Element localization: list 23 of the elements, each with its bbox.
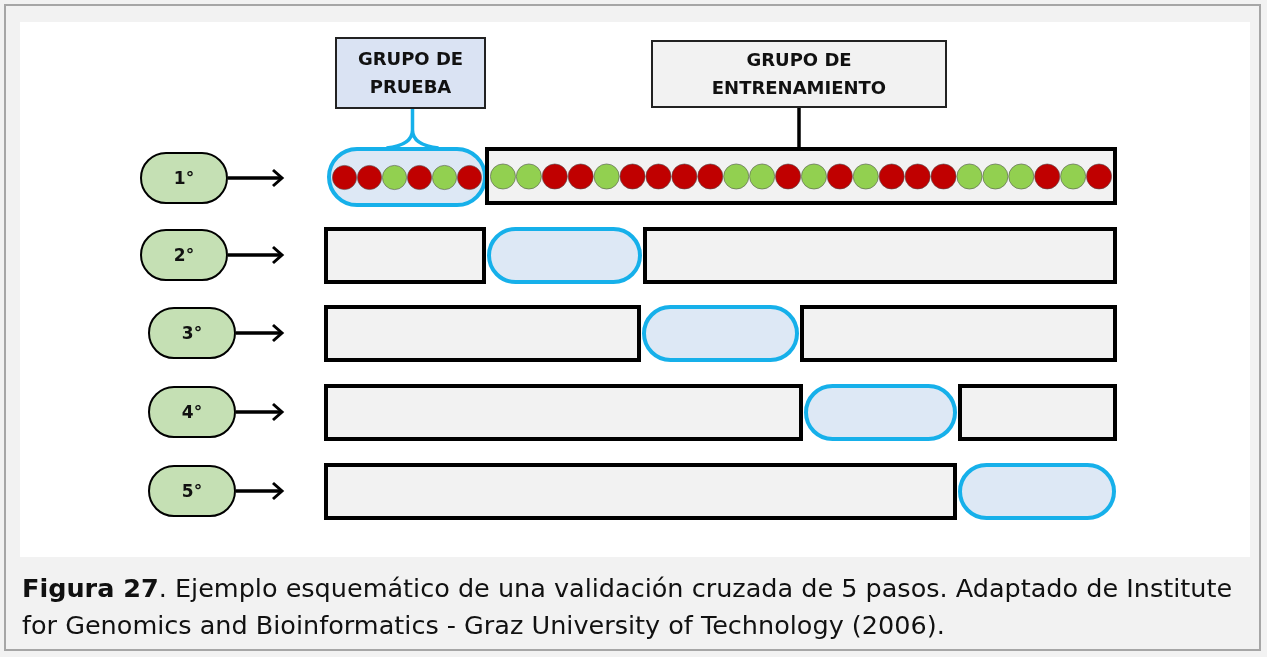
training-fold-bar <box>800 305 1117 362</box>
test-fold-bar <box>487 227 642 284</box>
group-label: GRUPO DE PRUEBA <box>335 37 486 109</box>
arrow <box>236 323 284 343</box>
arrow <box>228 245 284 265</box>
training-fold-bar <box>324 384 803 441</box>
test-fold-bar <box>642 305 799 362</box>
figure-caption: Figura 27. Ejemplo esquemático de una validación cruzada de 5 pasos. Adaptado de Institute for Genomics and Bioinformatics - Graz University of Technology (2006). <box>22 572 1234 642</box>
arrow <box>236 481 284 501</box>
test-fold-bar <box>804 384 957 441</box>
test-fold-bar <box>327 147 487 207</box>
group-label: GRUPO DE ENTRENAMIENTO <box>651 40 947 108</box>
training-fold-bar <box>485 147 1117 205</box>
bracket-leader-line <box>384 107 441 150</box>
training-fold-bar <box>324 305 641 362</box>
training-fold-bar <box>324 463 957 520</box>
arrow <box>228 168 284 188</box>
training-fold-bar <box>324 227 486 284</box>
leader-line <box>797 108 801 147</box>
training-fold-bar <box>643 227 1117 284</box>
test-fold-bar <box>958 463 1116 520</box>
arrow <box>236 402 284 422</box>
training-fold-bar <box>958 384 1117 441</box>
